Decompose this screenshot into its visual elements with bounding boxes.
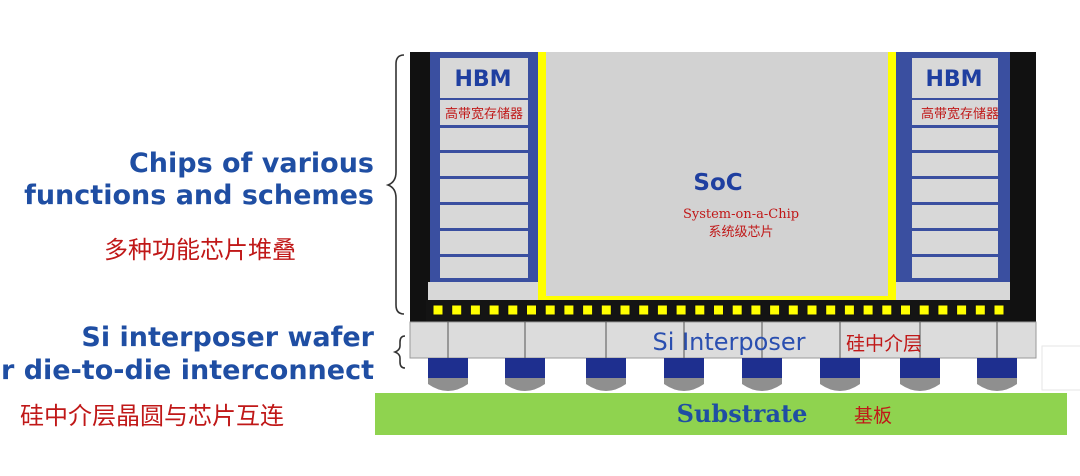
microbump <box>731 304 743 316</box>
microbump <box>862 304 874 316</box>
microbump <box>787 304 799 316</box>
microbump <box>675 304 687 316</box>
hbm-layer-line <box>912 125 998 128</box>
microbump <box>600 304 612 316</box>
hbm-layer-line <box>912 98 998 100</box>
hbm-left-layers <box>440 56 528 281</box>
c4-bump-solder <box>505 378 545 391</box>
c4-bump-top <box>586 358 626 378</box>
c4-bump-solder <box>900 378 940 391</box>
c4-bump-solder <box>428 378 468 391</box>
c4-bump-solder <box>742 378 782 391</box>
microbump <box>432 304 444 316</box>
microbump <box>563 304 575 316</box>
c4-bump-top <box>428 358 468 378</box>
interposer-label-line2: for die-to-die interconnect <box>0 355 374 386</box>
microbump <box>713 304 724 316</box>
chips-label-line1: Chips of various <box>128 148 374 179</box>
microbump <box>769 304 781 316</box>
soc-subtitle: System-on-a-Chip <box>683 207 799 222</box>
microbump <box>582 304 594 316</box>
hbm-layer-line <box>912 254 998 257</box>
microbump <box>843 304 855 316</box>
c4-bump-solder <box>977 378 1017 391</box>
substrate-block <box>375 393 1067 435</box>
hbm-layer-line <box>912 202 998 205</box>
substrate-title: Substrate <box>677 399 808 428</box>
tsv-lines <box>447 322 998 358</box>
c4-bump-solder <box>664 378 704 391</box>
soc-title: SoC <box>693 170 742 196</box>
hbm-layer-line <box>440 125 528 128</box>
microbump <box>544 304 556 316</box>
background-frame <box>1041 345 1080 391</box>
c4-bumps <box>428 358 1017 391</box>
left-black-edge <box>410 52 430 322</box>
microbump <box>694 304 706 316</box>
substrate-cn-label: 基板 <box>854 405 892 427</box>
hbm-layer-line <box>440 254 528 257</box>
microbump <box>526 304 537 316</box>
microbump <box>918 304 930 316</box>
chips-label-cn: 多种功能芯片堆叠 <box>104 236 296 264</box>
microbump <box>956 304 968 316</box>
chips-label-line2: functions and schemes <box>24 180 374 211</box>
hbm-right-cn-label: 高带宽存储器 <box>921 106 999 122</box>
microbump <box>993 304 1005 316</box>
interposer-label-cn: 硅中介层晶圆与芯片互连 <box>20 402 284 430</box>
hbm-layer-line <box>440 202 528 205</box>
interposer-title: Si Interposer <box>653 328 806 356</box>
hbm-right-layers <box>912 56 998 281</box>
soc-cn-label: 系统级芯片 <box>708 225 773 240</box>
hbm-right-title: HBM <box>925 67 982 92</box>
hbm-layer-line <box>440 56 528 58</box>
hbm-layer-line <box>912 176 998 179</box>
c4-bump-solder <box>820 378 860 391</box>
hbm-layer-line <box>440 150 528 153</box>
c4-bump-top <box>505 358 545 378</box>
microbump <box>469 304 481 316</box>
microbump <box>825 304 837 316</box>
hbm-layer-line <box>440 228 528 231</box>
microbump <box>806 304 818 316</box>
hbm-layer-line <box>912 228 998 231</box>
microbump <box>881 304 893 316</box>
microbump <box>937 304 949 316</box>
interposer-cn-label: 硅中介层 <box>846 333 922 355</box>
c4-bump-solder <box>586 378 626 391</box>
si-interposer <box>409 321 1037 359</box>
c4-bump-top <box>664 358 704 378</box>
hbm-layer-line <box>912 278 998 281</box>
hbm-layer-line <box>912 56 998 58</box>
microbump <box>619 304 631 316</box>
microbump <box>750 304 762 316</box>
microbump <box>451 304 463 316</box>
microbump <box>900 304 911 316</box>
c4-bump-top <box>820 358 860 378</box>
c4-bump-top <box>900 358 940 378</box>
interposer-brace <box>392 335 406 369</box>
interposer-label-line1: Si interposer wafer <box>81 322 374 353</box>
microbump <box>656 304 668 316</box>
microbump <box>507 304 519 316</box>
hbm-layer-line <box>440 278 528 281</box>
hbm-layer-line <box>912 150 998 153</box>
chips-brace <box>385 54 405 315</box>
c4-bump-top <box>742 358 782 378</box>
microbump <box>638 304 650 316</box>
c4-bump-top <box>977 358 1017 378</box>
hbm-left-title: HBM <box>454 67 511 92</box>
microbump <box>488 304 500 316</box>
hbm-left-cn-label: 高带宽存储器 <box>445 106 523 122</box>
hbm-layer-line <box>440 98 528 100</box>
hbm-layer-line <box>440 176 528 179</box>
microbump <box>974 304 986 316</box>
microbumps <box>432 304 1005 316</box>
hbm-right <box>895 52 1010 300</box>
right-black-edge <box>1010 52 1036 322</box>
hbm-left <box>428 52 540 300</box>
